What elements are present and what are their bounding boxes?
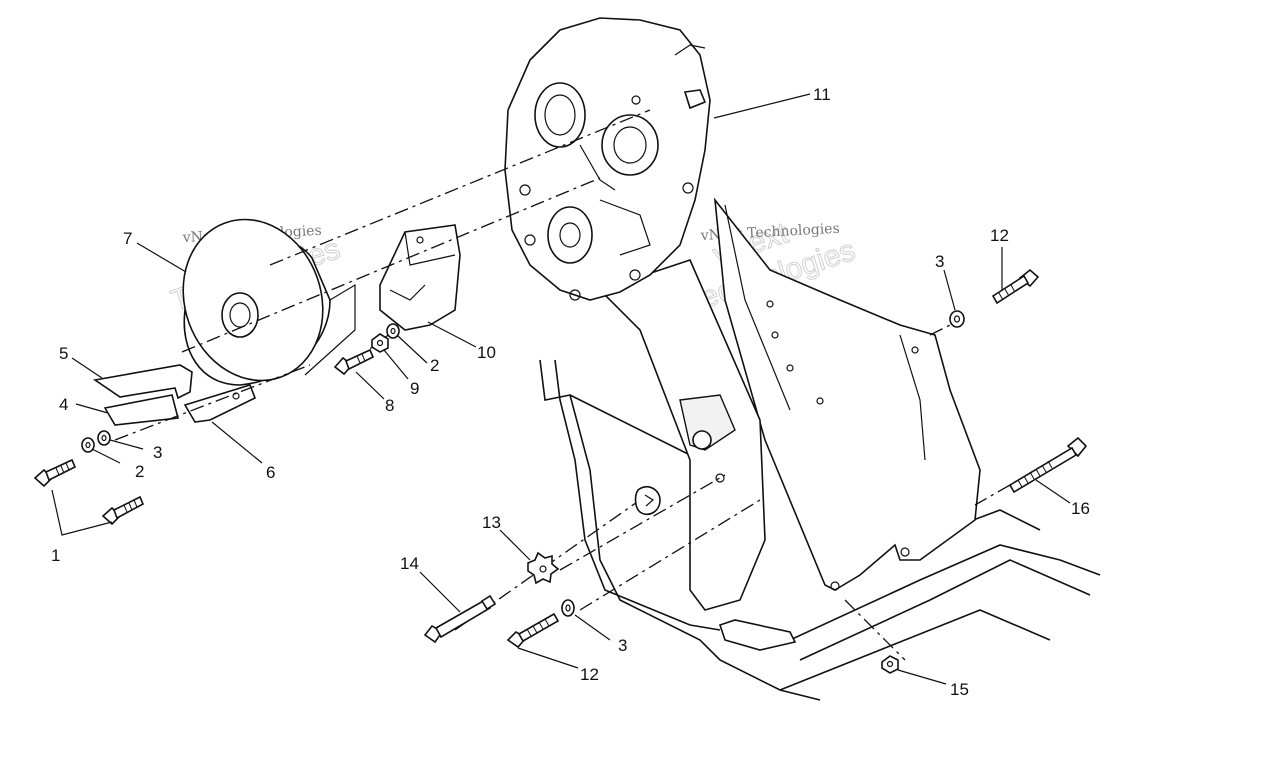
callout-13: 13 — [482, 513, 501, 532]
washer-3-lower — [561, 599, 575, 617]
bolt-12-lower — [506, 612, 560, 649]
callout-5: 5 — [59, 344, 68, 363]
callout-4: 4 — [59, 395, 68, 414]
side-mount-panel — [713, 197, 981, 591]
guard-plate-4 — [103, 394, 180, 426]
callout-3-left: 3 — [153, 443, 162, 462]
bolt-1-lower — [101, 495, 145, 526]
washer-2-mount — [386, 323, 400, 339]
callout-3-upper-right: 3 — [935, 252, 944, 271]
callout-16: 16 — [1071, 499, 1090, 518]
guard-bracket-5 — [92, 364, 193, 400]
callout-2-mount: 2 — [430, 356, 439, 375]
callout-8: 8 — [385, 396, 394, 415]
callout-7: 7 — [123, 229, 132, 248]
callout-12-lower: 12 — [580, 665, 599, 684]
callout-14: 14 — [400, 554, 419, 573]
callout-9: 9 — [410, 379, 419, 398]
bolt-16 — [1008, 436, 1088, 494]
callout-6: 6 — [266, 463, 275, 482]
washer-3-upper-right — [949, 310, 965, 328]
bolt-1-upper — [33, 458, 77, 488]
callout-10: 10 — [477, 343, 496, 362]
nut-9 — [371, 333, 389, 353]
washer-3-left — [97, 430, 111, 446]
callout-11: 11 — [813, 85, 831, 104]
gearcase-housing — [504, 17, 711, 301]
callout-1: 1 — [51, 546, 60, 565]
pin-14 — [423, 594, 497, 644]
nut-15 — [881, 655, 899, 674]
drive-clutch-pulley — [182, 218, 356, 386]
callout-12-upper: 12 — [990, 226, 1009, 245]
washer-2-left — [81, 437, 95, 453]
callout-3-lower: 3 — [618, 636, 627, 655]
motor-mount-block — [379, 224, 461, 331]
callout-2-left: 2 — [135, 462, 144, 481]
callout-15: 15 — [950, 680, 969, 699]
bolt-8 — [333, 348, 375, 376]
star-washer-13 — [527, 551, 560, 585]
leader-lines — [51, 93, 1071, 685]
cam-washer — [634, 485, 661, 516]
bolt-12-upper — [991, 268, 1040, 305]
